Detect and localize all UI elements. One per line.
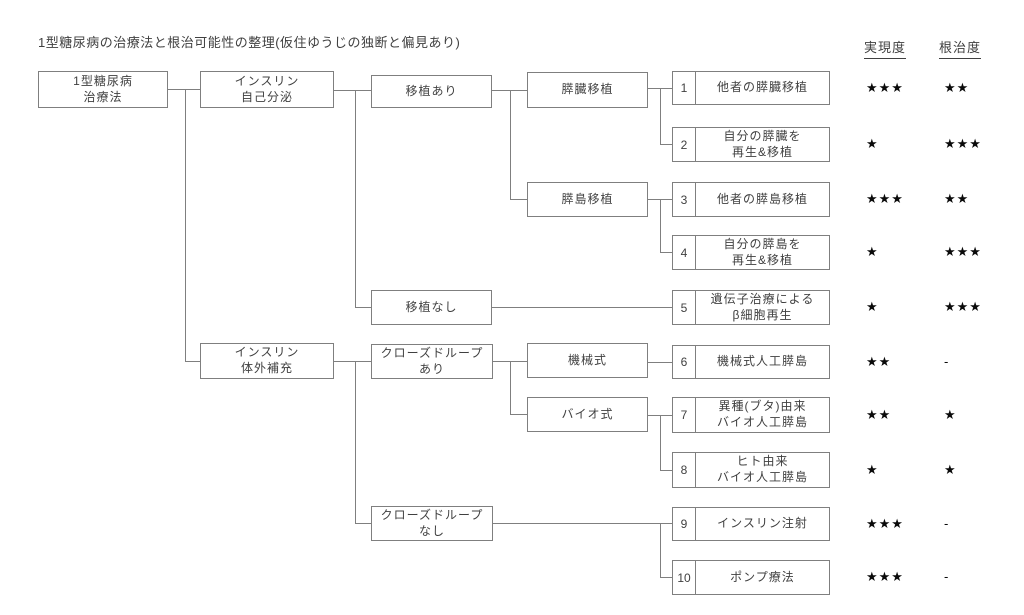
feasibility-stars-8: ★ xyxy=(866,462,879,477)
feasibility-stars-7: ★★ xyxy=(866,407,892,422)
leaf-label: 機械式人工膵島 xyxy=(716,354,808,369)
leaf-number: 1 xyxy=(673,72,696,104)
connector-line xyxy=(185,361,200,362)
node-transplant-no: 移植なし xyxy=(371,290,492,325)
leaf-number: 7 xyxy=(673,398,696,432)
leaf-number: 8 xyxy=(673,453,696,487)
connector-line xyxy=(660,252,672,253)
connector-line xyxy=(510,199,527,200)
curability-stars-9: - xyxy=(944,516,950,531)
node-islet-transplant: 膵島移植 xyxy=(527,182,648,217)
leaf-label: 他者の膵臓移植 xyxy=(716,80,808,95)
connector-line xyxy=(660,415,661,470)
connector-line xyxy=(510,361,511,414)
leaf-label: ヒト由来 バイオ人工膵島 xyxy=(716,454,808,484)
curability-stars-1: ★★ xyxy=(944,80,970,95)
leaf-label: 他者の膵島移植 xyxy=(716,191,808,206)
feasibility-stars-10: ★★★ xyxy=(866,569,904,584)
connector-line xyxy=(334,90,371,91)
leaf-label: 自分の膵臓を 再生&移植 xyxy=(723,128,802,159)
node-bio: バイオ式 xyxy=(527,397,648,432)
leaf-row-10: 10 ポンプ療法 xyxy=(672,560,830,595)
connector-line xyxy=(660,199,661,252)
curability-header: 根治度 xyxy=(939,37,982,59)
curability-stars-5: ★★★ xyxy=(944,299,982,314)
leaf-row-9: 9 インスリン注射 xyxy=(672,507,830,541)
feasibility-stars-6: ★★ xyxy=(866,354,892,369)
leaf-row-5: 5 遺伝子治療による β細胞再生 xyxy=(672,290,830,325)
connector-line xyxy=(660,470,672,471)
curability-stars-8: ★ xyxy=(944,462,957,477)
feasibility-stars-2: ★ xyxy=(866,136,879,151)
feasibility-stars-5: ★ xyxy=(866,299,879,314)
connector-line xyxy=(660,577,672,578)
node-insulin-self-secretion: インスリン 自己分泌 xyxy=(200,71,334,108)
connector-line xyxy=(660,144,672,145)
leaf-number: 5 xyxy=(673,291,696,324)
node-mechanical: 機械式 xyxy=(527,343,648,378)
connector-line xyxy=(355,361,356,523)
leaf-row-4: 4 自分の膵島を 再生&移植 xyxy=(672,235,830,270)
node-transplant-yes: 移植あり xyxy=(371,75,492,108)
curability-stars-2: ★★★ xyxy=(944,136,982,151)
curability-stars-7: ★ xyxy=(944,407,957,422)
connector-line xyxy=(510,90,511,199)
leaf-number: 4 xyxy=(673,236,696,269)
leaf-row-3: 3 他者の膵島移植 xyxy=(672,182,830,217)
node-pancreas-transplant: 膵臓移植 xyxy=(527,72,648,108)
connector-line xyxy=(493,523,672,524)
leaf-row-2: 2 自分の膵臓を 再生&移植 xyxy=(672,127,830,162)
leaf-number: 9 xyxy=(673,508,696,540)
connector-line xyxy=(492,307,672,308)
leaf-label: 遺伝子治療による β細胞再生 xyxy=(710,291,815,322)
feasibility-stars-1: ★★★ xyxy=(866,80,904,95)
connector-line xyxy=(185,89,186,362)
curability-stars-4: ★★★ xyxy=(944,244,982,259)
connector-line xyxy=(334,361,371,362)
connector-line xyxy=(510,414,527,415)
curability-stars-6: - xyxy=(944,354,950,369)
leaf-label: インスリン注射 xyxy=(717,516,808,531)
leaf-row-6: 6 機械式人工膵島 xyxy=(672,345,830,379)
feasibility-stars-9: ★★★ xyxy=(866,516,904,531)
curability-stars-10: - xyxy=(944,569,950,584)
node-insulin-external-supply: インスリン 体外補充 xyxy=(200,343,334,379)
leaf-number: 3 xyxy=(673,183,696,216)
connector-line xyxy=(648,362,672,363)
feasibility-header: 実現度 xyxy=(864,37,907,59)
feasibility-stars-3: ★★★ xyxy=(866,191,904,206)
diagram-title: 1型糖尿病の治療法と根治可能性の整理(仮住ゆうじの独断と偏見あり) xyxy=(38,35,461,50)
leaf-row-1: 1 他者の膵臓移植 xyxy=(672,71,830,105)
connector-line xyxy=(355,90,356,307)
leaf-number: 10 xyxy=(673,561,696,594)
leaf-label: 自分の膵島を 再生&移植 xyxy=(723,236,802,267)
curability-stars-3: ★★ xyxy=(944,191,970,206)
connector-line xyxy=(492,90,527,91)
node-closed-loop-no: クローズドループ なし xyxy=(371,506,493,541)
connector-line xyxy=(355,307,371,308)
leaf-row-8: 8 ヒト由来 バイオ人工膵島 xyxy=(672,452,830,488)
leaf-label: ポンプ療法 xyxy=(730,569,795,584)
connector-line xyxy=(660,88,661,144)
leaf-number: 2 xyxy=(673,128,696,161)
leaf-number: 6 xyxy=(673,346,696,378)
connector-line xyxy=(355,523,371,524)
leaf-row-7: 7 異種(ブタ)由来 バイオ人工膵島 xyxy=(672,397,830,433)
node-closed-loop-yes: クローズドループ あり xyxy=(371,344,493,379)
leaf-label: 異種(ブタ)由来 バイオ人工膵島 xyxy=(716,399,808,429)
node-root: 1型糖尿病 治療法 xyxy=(38,71,168,108)
feasibility-stars-4: ★ xyxy=(866,244,879,259)
connector-line xyxy=(660,523,661,577)
connector-line xyxy=(168,89,200,90)
